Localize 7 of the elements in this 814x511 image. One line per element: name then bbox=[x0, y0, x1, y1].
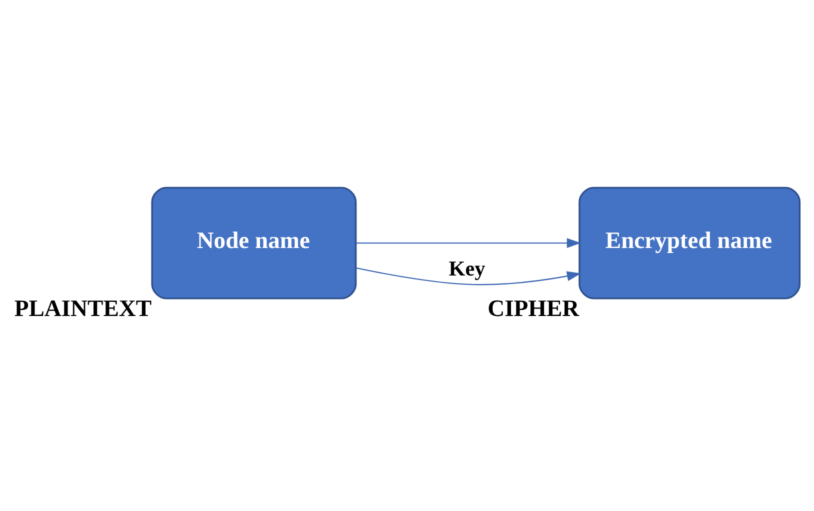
node-label: PLAINTEXT bbox=[14, 296, 152, 322]
arrow bbox=[356, 266, 582, 285]
node-box: Node name bbox=[151, 186, 357, 299]
edge-label: Key bbox=[448, 256, 486, 280]
node-label: CIPHER bbox=[488, 296, 580, 322]
node-box: Encrypted name bbox=[578, 186, 801, 299]
arrow bbox=[356, 238, 582, 248]
